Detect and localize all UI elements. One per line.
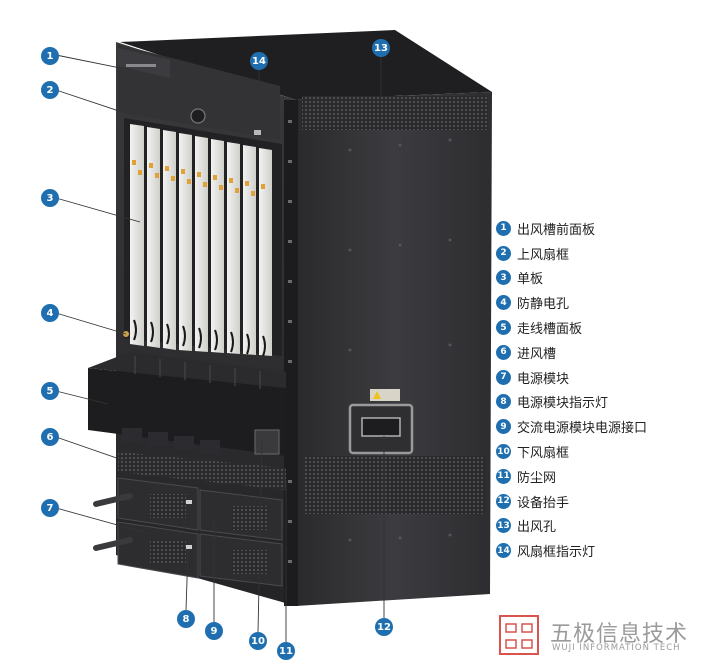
watermark-logo-mark [499,615,539,655]
legend-item: 13 出风孔 [496,514,716,539]
legend-item: 14 风扇框指示灯 [496,538,716,563]
legend-item: 12 设备抬手 [496,489,716,514]
cabinet-top [120,30,492,100]
legend-number: 10 [496,444,511,460]
legend-label: 防尘网 [517,470,557,486]
legend-number: 2 [496,245,511,261]
callout-1: 1 [41,47,59,65]
callout-9: 9 [205,622,223,640]
legend-number: 11 [496,468,511,484]
legend-label: 风扇框指示灯 [517,545,596,561]
power-modules [117,477,283,587]
callout-3: 3 [41,189,59,207]
front-panel-logo-strip [118,48,170,78]
legend-label: 交流电源模块电源接口 [517,421,648,437]
callout-2: 2 [41,81,59,99]
callout-4: 4 [41,304,59,322]
legend-item: 8 电源模块指示灯 [496,390,716,415]
legend-label: 设备抬手 [517,495,570,511]
callout-11: 11 [277,642,295,660]
watermark-name: 五极信息技术 [550,622,689,647]
legend-number: 3 [496,270,511,286]
side-vent-lower [305,456,485,514]
legend-number: 6 [496,344,511,360]
legend-label: 上风扇框 [517,247,570,263]
watermark: 五极信息技术 WUJI INFORMATION TECH [498,612,708,656]
legend-number: 9 [496,419,511,435]
legend-label: 防静电孔 [517,297,570,313]
legend-number: 7 [496,369,511,385]
legend-label: 电源模块指示灯 [517,396,609,412]
callout-5: 5 [41,382,59,400]
legend-label: 单板 [517,272,544,288]
callout-8: 8 [177,610,195,628]
callout-10: 10 [249,632,267,650]
legend-item: 4 防静电孔 [496,290,716,315]
legend-item: 11 防尘网 [496,464,716,489]
cabinet-side-panel [296,92,492,606]
legend-number: 13 [496,518,511,534]
callout-12: 12 [375,618,393,636]
legend-label: 下风扇框 [517,446,570,462]
legend-label: 电源模块 [517,371,570,387]
legend-item: 5 走线槽面板 [496,315,716,340]
legend-item: 10 下风扇框 [496,439,716,464]
air-intake-slot [118,452,286,490]
watermark-subtitle: WUJI INFORMATION TECH [552,643,681,653]
fan-indicator-led [254,130,261,135]
top-vent-strip [302,96,488,130]
legend-item: 9 交流电源模块电源接口 [496,414,716,439]
legend-number: 4 [496,295,511,311]
legend-label: 进风槽 [517,346,557,362]
legend-item: 3 单板 [496,266,716,291]
callout-6: 6 [41,428,59,446]
callout-14: 14 [250,52,268,70]
lower-fan-frame [254,429,280,455]
leader-lines [55,54,385,642]
callout-13: 13 [372,39,390,57]
legend: 1 出风槽前面板 2 上风扇框 3 单板 4 防静电孔 5 走线槽面板 6 进风槽 7 电源模… [496,216,716,563]
legend-label: 走线槽面板 [517,322,583,338]
legend-number: 8 [496,394,511,410]
legend-number: 5 [496,320,511,336]
legend-number: 12 [496,493,511,509]
legend-number: 14 [496,543,511,559]
legend-item: 7 电源模块 [496,365,716,390]
warning-label [370,389,400,401]
power-indicator-led [186,545,192,549]
front-rail [284,100,298,606]
callout-7: 7 [41,499,59,517]
legend-item: 1 出风槽前面板 [496,216,716,241]
boards [130,124,272,356]
legend-item: 2 上风扇框 [496,241,716,266]
legend-item: 6 进风槽 [496,340,716,365]
legend-label: 出风槽前面板 [517,222,596,238]
legend-label: 出风孔 [517,520,557,536]
legend-number: 1 [496,220,511,236]
